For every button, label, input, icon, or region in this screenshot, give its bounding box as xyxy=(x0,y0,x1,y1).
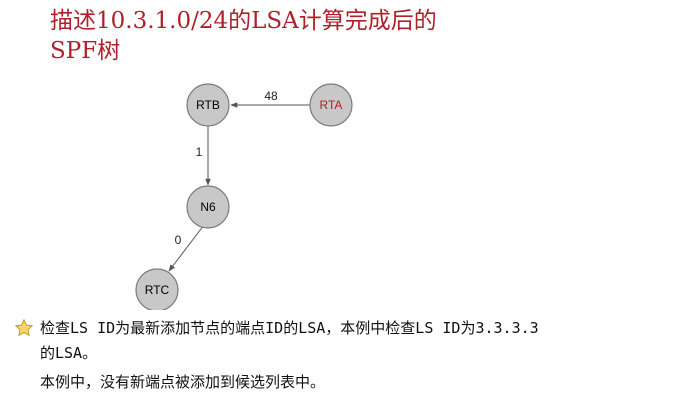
note-line2: 的LSA。 xyxy=(40,344,98,362)
edge-cost-rtb-n6: 1 xyxy=(196,145,203,159)
edge-n6-rtc: 0 xyxy=(168,224,205,272)
slide-title-line2: SPF树 xyxy=(50,38,121,64)
edge-rtb-n6: 1 xyxy=(196,126,211,186)
note-line1: 检查LS ID为最新添加节点的端点ID的LSA，本例中检查LS ID为3.3.3… xyxy=(40,319,539,337)
node-label-rta: RTA xyxy=(320,98,343,112)
slide-title-line1: 描述10.3.1.0/24的LSA计算完成后的 xyxy=(50,8,437,34)
node-n6: N6 xyxy=(186,185,230,229)
edge-rta-rtb: 48 xyxy=(230,89,310,108)
spf-tree-diagram: 48 1 0 RTB RTA N6 RTC xyxy=(135,83,353,310)
node-rtc: RTC xyxy=(135,268,179,310)
explanation-note: 检查LS ID为最新添加节点的端点ID的LSA，本例中检查LS ID为3.3.3… xyxy=(14,316,674,395)
edge-cost-rta-rtb: 48 xyxy=(264,89,278,103)
edge-cost-n6-rtc: 0 xyxy=(175,233,182,247)
node-rta: RTA xyxy=(309,83,353,127)
note-line3: 本例中，没有新端点被添加到候选列表中。 xyxy=(40,373,326,391)
node-label-n6: N6 xyxy=(200,200,216,214)
slide-title: 描述10.3.1.0/24的LSA计算完成后的 SPF树 xyxy=(50,6,610,66)
star-icon xyxy=(15,319,33,336)
node-rtb: RTB xyxy=(186,83,230,127)
node-label-rtb: RTB xyxy=(196,98,220,112)
node-label-rtc: RTC xyxy=(145,283,170,297)
